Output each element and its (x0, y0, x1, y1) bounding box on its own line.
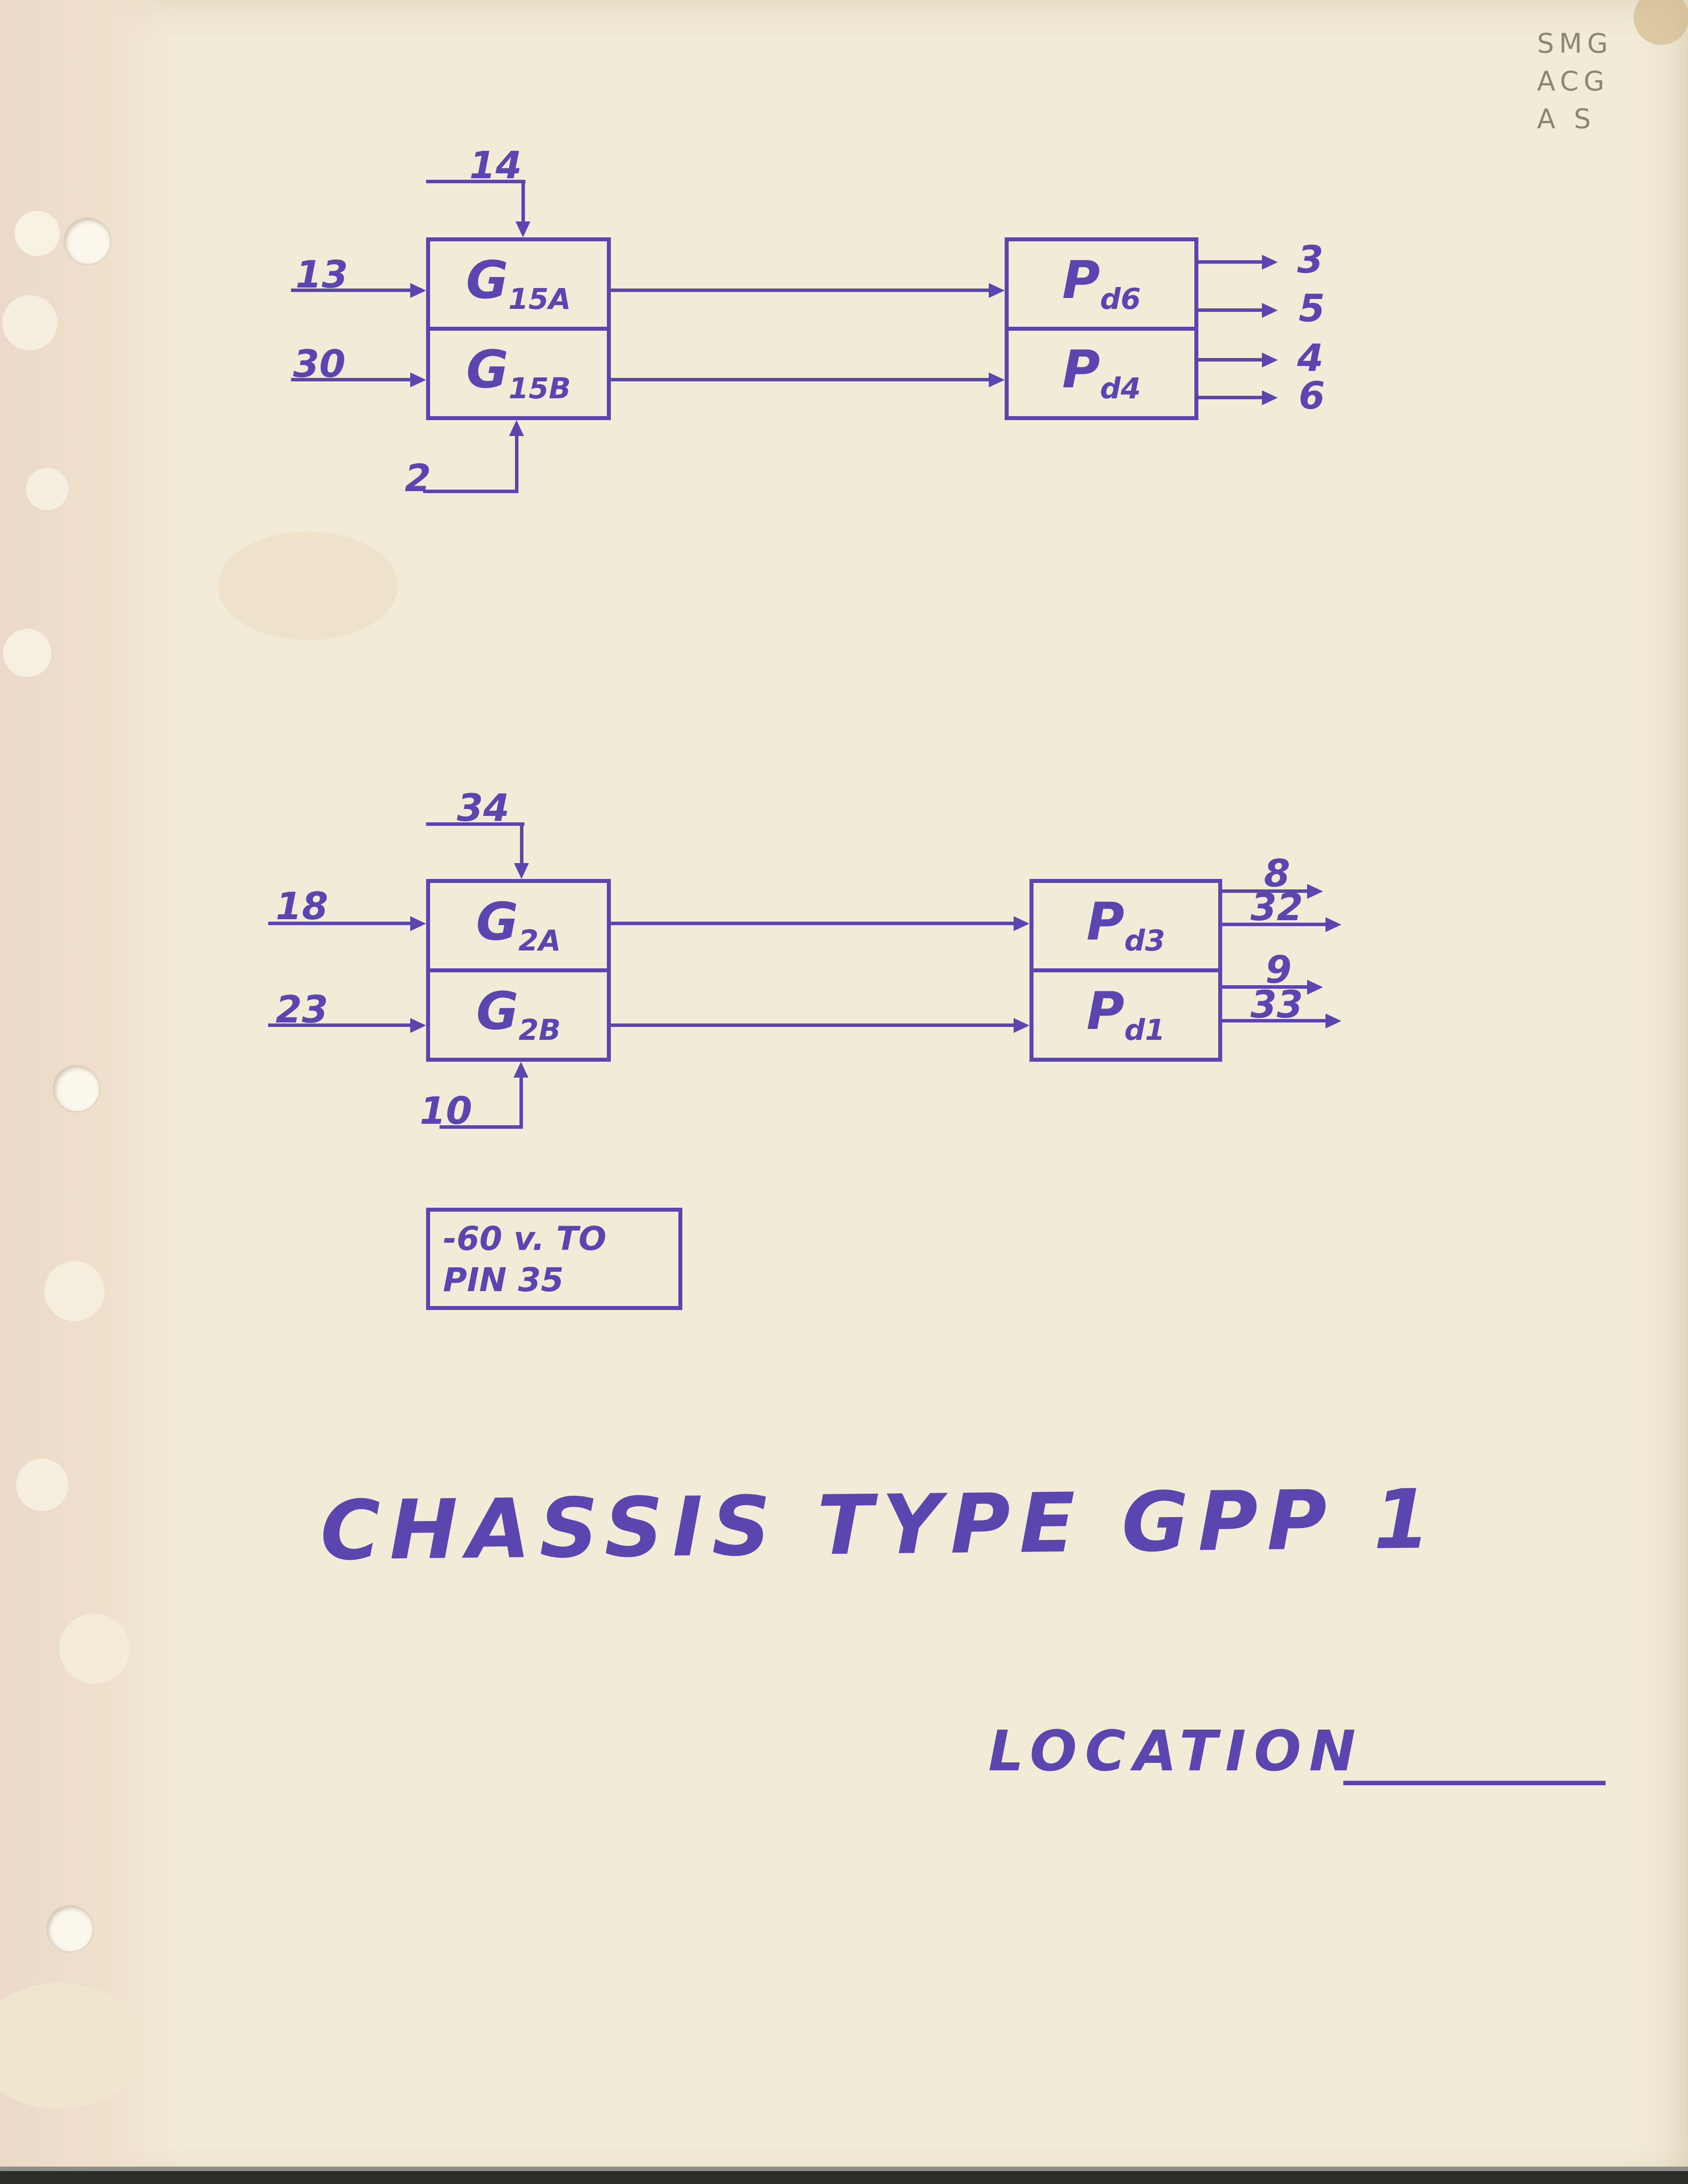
wire (1222, 923, 1327, 926)
wire (268, 922, 412, 925)
wire (291, 289, 412, 292)
gate-cell: G15B (430, 327, 607, 416)
scan-edge-dark (0, 2171, 1688, 2184)
pin-label-9: 9 (1265, 947, 1292, 992)
amp-cell: Pd4 (1009, 327, 1194, 416)
wire (1222, 889, 1309, 893)
pin-label-33: 33 (1250, 982, 1303, 1026)
wire (1198, 396, 1264, 399)
arrowhead-right (1014, 916, 1029, 931)
wire (515, 435, 518, 492)
arrowhead-right (410, 283, 426, 298)
arrowhead-right (1014, 1018, 1029, 1033)
wire (1222, 985, 1309, 989)
amp-label: Pd3 (1086, 891, 1166, 958)
gate-block-top: G15A G15B (426, 237, 611, 420)
amp-cell: Pd3 (1033, 883, 1218, 968)
wire (291, 378, 412, 381)
gate-label: G2B (476, 981, 561, 1047)
wire (1222, 1019, 1327, 1022)
pencil-note-line: A S (1537, 103, 1596, 135)
amp-cell: Pd1 (1033, 968, 1218, 1058)
amp-cell: Pd6 (1009, 241, 1194, 327)
wire (426, 822, 524, 826)
wire (1198, 358, 1264, 362)
arrowhead-right (1262, 390, 1278, 405)
punch-hole-middle (54, 1066, 99, 1111)
page-title: CHASSIS TYPE GPP 1 (320, 1471, 1440, 1579)
wire (268, 1023, 412, 1027)
arrowhead-down (514, 863, 529, 879)
wire (611, 1023, 1016, 1027)
scan-edge-light (0, 2167, 1688, 2171)
gate-block-bottom: G2A G2B (426, 879, 611, 1062)
arrowhead-right (1262, 255, 1278, 270)
wire (611, 378, 991, 381)
pencil-note-line: SMG (1537, 28, 1613, 59)
arrowhead-right (1262, 303, 1278, 318)
arrowhead-right (410, 916, 426, 931)
arrowhead-right (1262, 353, 1278, 367)
wire (611, 289, 991, 292)
gate-label: G2A (476, 891, 561, 958)
pin-label-5: 5 (1299, 286, 1325, 330)
amp-block-top: Pd6 Pd4 (1005, 237, 1198, 420)
pin-label-32: 32 (1250, 885, 1303, 929)
amp-block-bottom: Pd3 Pd1 (1029, 879, 1222, 1062)
arrowhead-up (514, 1062, 528, 1078)
punch-hole-bottom (47, 1906, 93, 1952)
arrowhead-right (410, 372, 426, 387)
pin-label-2: 2 (405, 456, 431, 500)
pin-label-3: 3 (1297, 237, 1323, 282)
pin-label-6: 6 (1299, 373, 1325, 418)
amp-label: Pd4 (1062, 339, 1141, 406)
location-blank-line (1343, 1781, 1606, 1785)
wire (611, 922, 1016, 925)
arrowhead-down (515, 221, 530, 237)
arrowhead-right (410, 1018, 426, 1033)
arrowhead-right (1307, 980, 1323, 995)
voltage-note-line: PIN 35 (443, 1260, 564, 1299)
location-label: LOCATION (988, 1719, 1364, 1784)
wire (423, 490, 518, 493)
wire (440, 1125, 523, 1129)
wire (1198, 308, 1264, 312)
gate-cell: G2A (430, 883, 607, 968)
voltage-note-box: -60 v. TO PIN 35 (426, 1208, 682, 1310)
arrowhead-right (989, 283, 1005, 298)
corner-pencil-notes: SMG ACG A S (1537, 25, 1613, 138)
arrowhead-right (1307, 884, 1323, 899)
arrowhead-up (509, 420, 524, 436)
wire (519, 1077, 523, 1129)
punch-hole-top (65, 218, 110, 264)
arrowhead-right (989, 372, 1005, 387)
arrowhead-right (1325, 1014, 1341, 1028)
pin-label-8: 8 (1264, 851, 1290, 895)
voltage-note-line: -60 v. TO (443, 1220, 607, 1258)
gate-cell: G15A (430, 241, 607, 327)
amp-label: Pd1 (1086, 981, 1166, 1047)
wire (1198, 260, 1264, 264)
wire (426, 180, 525, 183)
pin-label-4: 4 (1297, 336, 1323, 380)
arrowhead-right (1325, 917, 1341, 932)
gate-label: G15B (466, 339, 571, 406)
gate-label: G15A (466, 250, 571, 316)
wire (521, 180, 525, 223)
pencil-note-line: ACG (1537, 66, 1610, 97)
gate-cell: G2B (430, 968, 607, 1058)
pin-label-18: 18 (276, 884, 328, 928)
amp-label: Pd6 (1062, 250, 1141, 316)
wire (520, 822, 523, 864)
